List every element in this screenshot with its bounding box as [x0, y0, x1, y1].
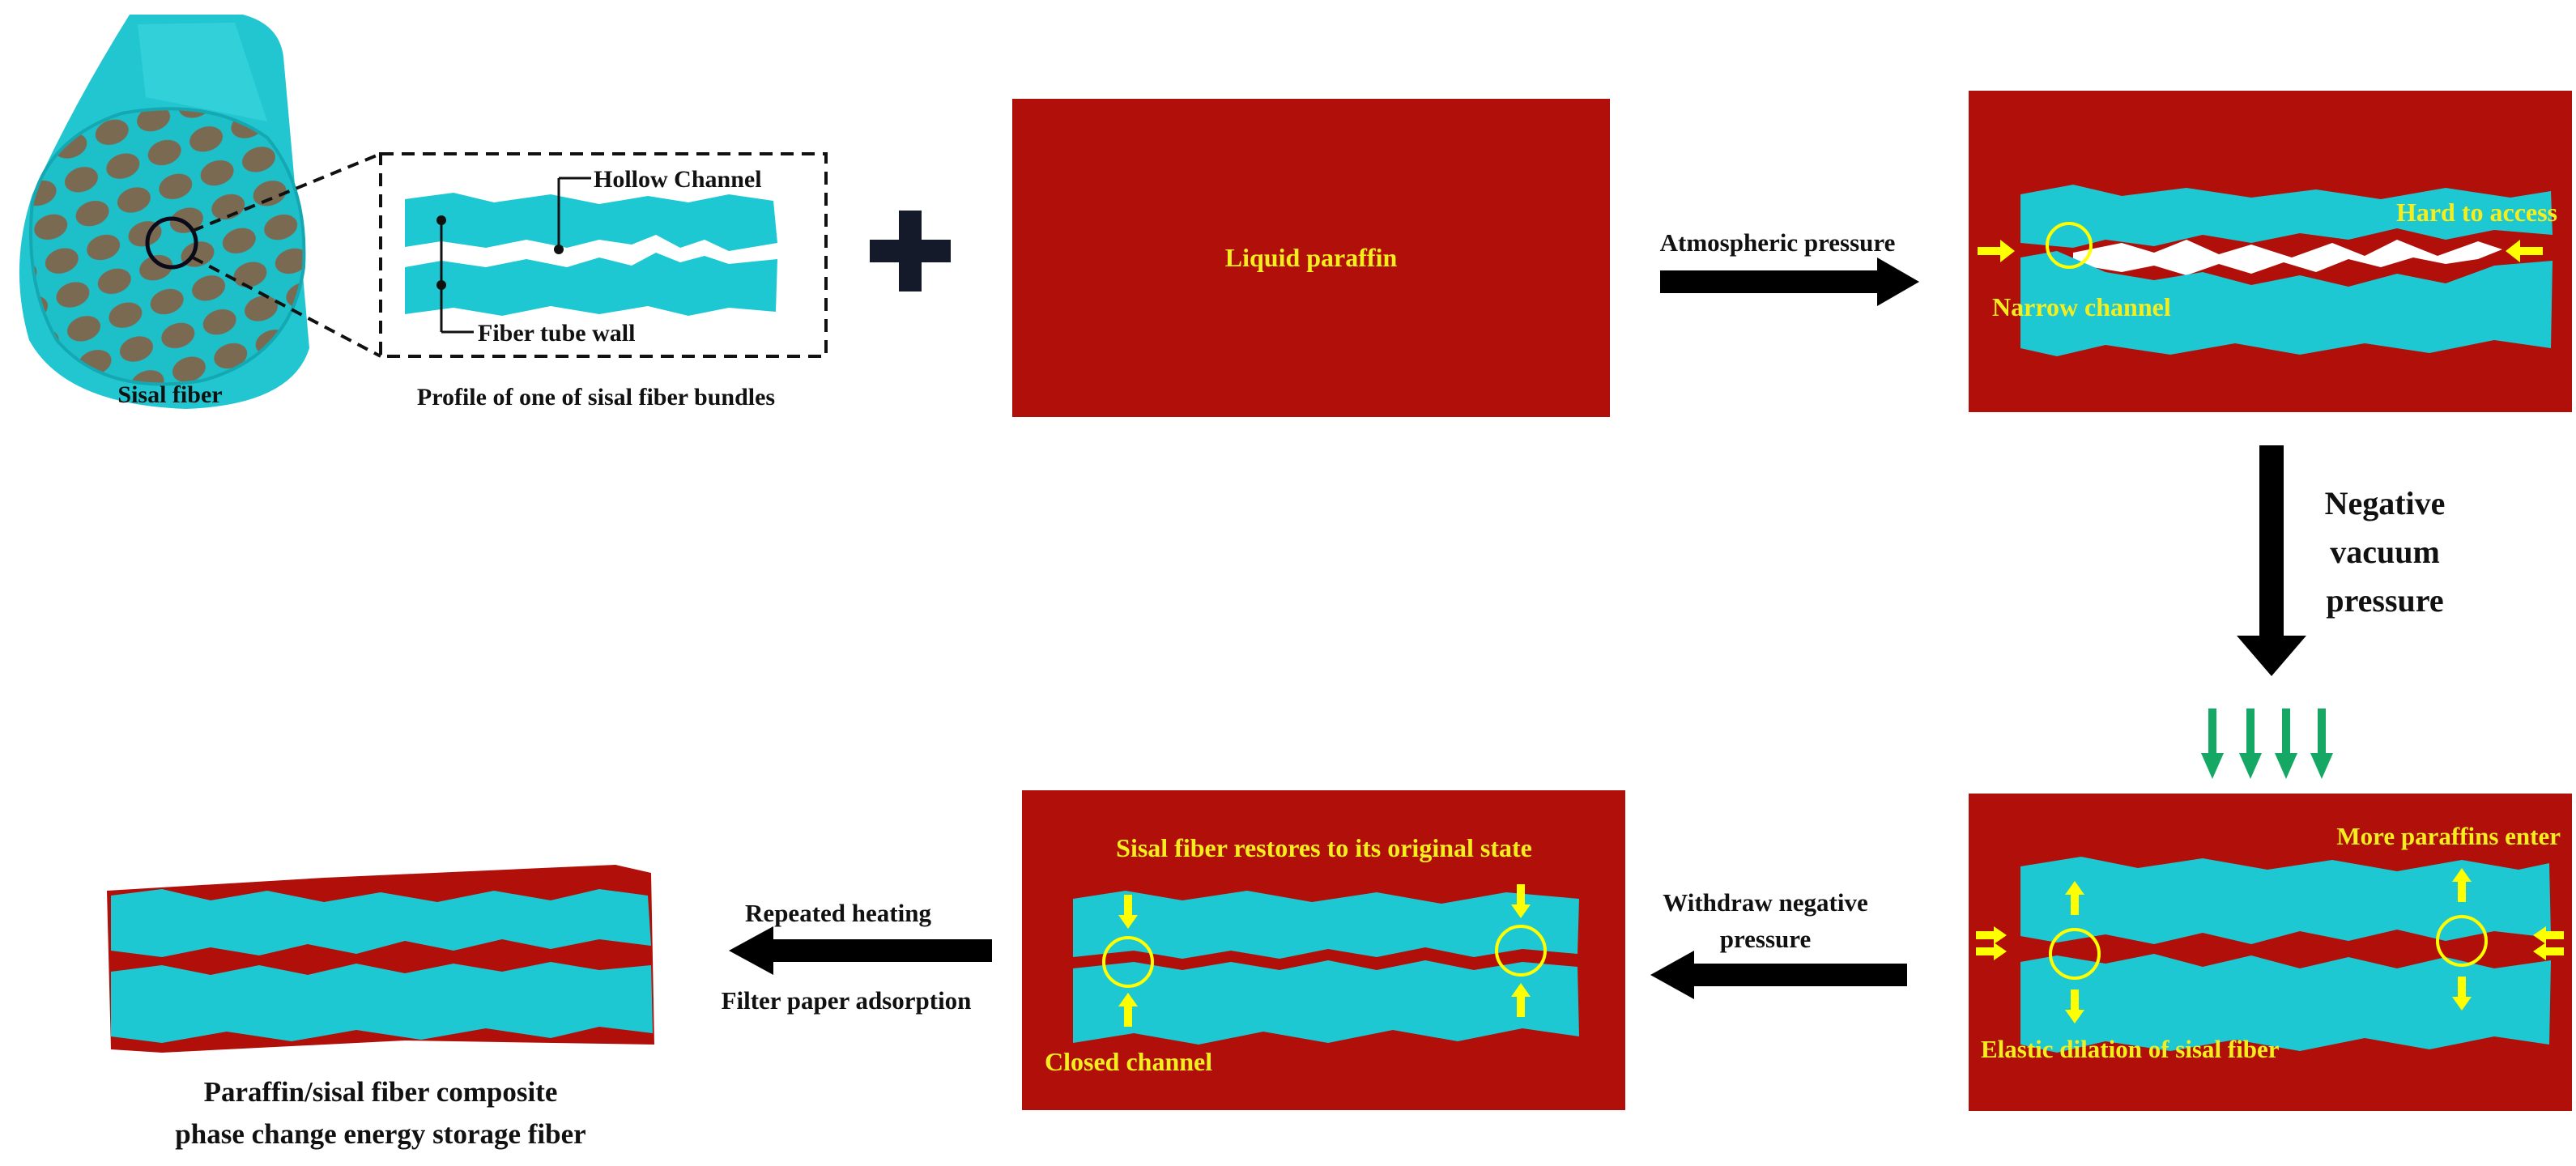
- up-arrow-icon: [2452, 868, 2472, 902]
- up-arrow-icon: [1118, 993, 1138, 1027]
- vacuum-arrows: [2201, 709, 2333, 779]
- down-arrow-icon: [1511, 884, 1531, 918]
- closed-channel-label: Closed channel: [1045, 1047, 1212, 1076]
- hollow-channel-label: Hollow Channel: [594, 166, 762, 193]
- negative-label-1: Negative: [2325, 485, 2446, 521]
- vacuum-state-panel: [1969, 794, 2572, 1111]
- narrow-channel-label: Narrow channel: [1992, 292, 2171, 321]
- composite-label-2: phase change energy storage fiber: [175, 1118, 585, 1150]
- down-arrow-icon: [2452, 977, 2472, 1011]
- double-arrow-right-icon: [1976, 926, 2007, 960]
- restores-label: Sisal fiber restores to its original sta…: [1116, 833, 1532, 862]
- arrow-right-icon: [1660, 257, 1919, 306]
- negative-label-3: pressure: [2326, 582, 2443, 619]
- atmospheric-pressure-label: Atmospheric pressure: [1660, 228, 1896, 257]
- arrow-down-icon: [2237, 445, 2306, 676]
- plus-icon: [870, 211, 951, 292]
- vacuum-arrow-icon: [2201, 709, 2224, 779]
- withdraw-label-1: Withdraw negative: [1663, 888, 1867, 917]
- vacuum-arrow-icon: [2310, 709, 2333, 779]
- arrow-left-icon: [1650, 951, 1907, 999]
- repeated-heating-label: Repeated heating: [745, 899, 931, 927]
- vacuum-arrow-icon: [2239, 709, 2262, 779]
- sisal-fiber-label: Sisal fiber: [117, 381, 222, 408]
- profile-caption: Profile of one of sisal fiber bundles: [417, 384, 775, 411]
- liquid-paraffin-label: Liquid paraffin: [1225, 243, 1398, 272]
- atmospheric-state-panel: [1969, 91, 2572, 412]
- composite-label-1: Paraffin/sisal fiber composite: [204, 1076, 558, 1108]
- double-arrow-left-icon: [2533, 926, 2564, 960]
- fiber-tube-wall-label: Fiber tube wall: [478, 320, 635, 347]
- withdraw-label-2: pressure: [1720, 925, 1812, 953]
- focus-circle: [145, 216, 198, 270]
- arrow-left-icon: [729, 926, 992, 975]
- hard-to-access-label: Hard to access: [2396, 198, 2557, 227]
- vacuum-arrow-icon: [2275, 709, 2297, 779]
- inward-arrow-icon: [2506, 240, 2543, 262]
- negative-label-2: vacuum: [2330, 534, 2440, 570]
- filter-paper-label: Filter paper adsorption: [722, 986, 972, 1015]
- down-arrow-icon: [1118, 895, 1138, 929]
- elastic-dilation-label: Elastic dilation of sisal fiber: [1981, 1035, 2280, 1063]
- fiber-bundle-profile: [379, 152, 828, 358]
- more-paraffins-label: More paraffins enter: [2336, 822, 2561, 850]
- down-arrow-icon: [2065, 989, 2084, 1023]
- up-arrow-icon: [2065, 881, 2084, 915]
- inward-arrow-icon: [1978, 240, 2015, 262]
- liquid-paraffin-panel: [1012, 99, 1610, 417]
- up-arrow-icon: [1511, 983, 1531, 1017]
- sisal-fiber-illustration: [19, 15, 381, 409]
- composite-fiber-illustration: [107, 865, 654, 1053]
- restored-state-panel: [1022, 790, 1625, 1110]
